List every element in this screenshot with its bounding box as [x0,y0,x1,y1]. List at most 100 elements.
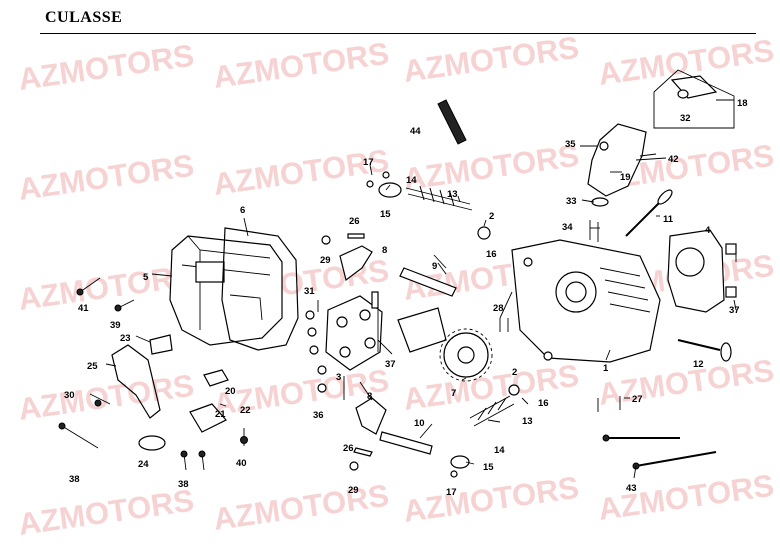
leader-lines [105,99,737,479]
part-label: 13 [447,189,458,200]
part-label: 15 [380,209,391,220]
part-label: 26 [349,216,360,227]
part-label: 42 [668,154,679,165]
part-label: 16 [486,249,497,260]
part-label: 21 [215,409,226,420]
part-label: 38 [69,474,80,485]
part-label: 43 [626,483,637,494]
spark-plug [437,99,467,145]
cover-gasket [221,227,299,351]
cylinder-head-cover [169,235,283,346]
watermark: AZMOTORS [16,483,196,542]
rubber-part [203,369,229,387]
part-label: 29 [320,255,331,266]
part-label: 16 [538,398,549,409]
part-label: 23 [120,333,131,344]
part-label: 5 [143,272,149,283]
cap [599,141,609,151]
o-ring [591,197,609,207]
part-label: 17 [446,487,457,498]
watermark: AZMOTORS [401,30,581,89]
part-label: 13 [522,416,533,427]
part-label: 4 [705,225,711,236]
part-label: 9 [432,261,437,272]
part-label: 38 [178,479,189,490]
part-label: 8 [367,391,372,402]
cylinder-head [511,239,661,363]
title-rule [40,33,756,34]
watermark: AZMOTORS [401,358,581,417]
part-label: 39 [110,320,121,331]
pin [597,396,621,412]
part-label: 7 [451,388,456,399]
part-label: 34 [562,222,573,233]
valve-intake [625,199,663,237]
part-label: 33 [566,196,577,207]
part-label: 14 [406,175,417,186]
watermark-layer: AZMOTORS AZMOTORS AZMOTORS AZMOTORS AZMO… [16,30,776,542]
nut [321,235,331,245]
valve-spring-upper [378,171,491,240]
bolt [353,447,373,457]
watermark: AZMOTORS [596,353,776,412]
rocker-support [305,295,383,393]
watermark: AZMOTORS [16,148,196,207]
dowel-pin [371,291,379,309]
part-label: 24 [138,459,149,470]
part-label: 41 [78,303,89,314]
part-label: 37 [385,359,396,370]
valve-spring-lower [450,384,520,478]
part-label: 22 [240,405,251,416]
rocker-arm-lower [355,397,387,435]
part-label: 25 [87,361,98,372]
part-label: 20 [225,386,236,397]
dowel-pin [725,243,737,255]
watermark: AZMOTORS [401,138,581,197]
watermark: AZMOTORS [16,38,196,97]
rocker-shaft-upper [399,267,457,297]
callout-frame [653,69,735,129]
part-label: 19 [620,172,631,183]
stud-bolt [635,451,717,467]
camshaft [397,307,493,382]
dowel-pin [725,286,737,298]
watermark: AZMOTORS [211,478,391,537]
part-label: 32 [680,113,691,124]
part-label: 37 [729,305,740,316]
part-labels: 1 2 2 3 4 5 6 7 8 8 9 10 11 12 13 13 14 … [64,98,748,498]
part-label: 6 [240,205,245,216]
pin-small [366,180,374,188]
rocker-arm-upper [339,245,373,282]
part-label: 40 [236,458,247,469]
part-label: 15 [483,462,494,473]
part-label: 11 [663,214,674,225]
part-label: 29 [348,485,359,496]
part-label: 12 [693,359,704,370]
bolt [639,153,657,157]
part-label: 1 [603,363,609,374]
part-label: 30 [64,390,75,401]
watermark: AZMOTORS [16,258,196,317]
bolt [347,233,365,239]
part-label: 17 [363,157,374,168]
part-label: 28 [493,303,504,314]
watermark: AZMOTORS [211,36,391,95]
part-label: 3 [336,372,341,383]
part-label: 8 [382,245,387,256]
part-label: 44 [410,126,421,137]
pin [499,318,509,332]
part-label: 18 [737,98,748,109]
valve-head [657,189,673,205]
seal-plate [138,435,166,451]
part-label: 2 [489,211,494,222]
watermark: AZMOTORS [211,143,391,202]
gasket-bore [675,247,705,277]
diagram-title: CULASSE [45,9,123,26]
pin [589,220,599,242]
bracket [111,344,161,419]
valve-exhaust [677,339,721,351]
nut [349,461,359,471]
part-label: 10 [414,418,425,429]
gasket-plate [149,334,173,355]
